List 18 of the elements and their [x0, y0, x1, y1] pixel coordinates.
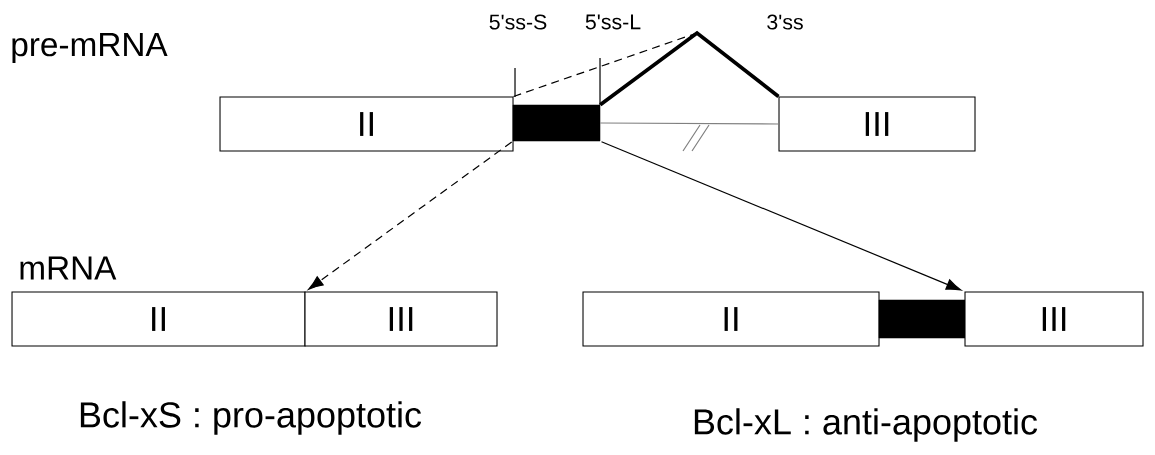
label-text: 3'ss: [767, 14, 803, 30]
arrow: [308, 141, 513, 290]
splice-line: [599, 122, 780, 125]
arrow: [600, 141, 962, 291]
label-text: Bcl-xS : pro-apoptotic: [80, 401, 422, 435]
label-text: Bcl-xL : anti-apoptotic: [694, 408, 1038, 442]
exon-box: II: [11, 291, 306, 347]
exon-box: III: [964, 291, 1144, 347]
exon-box: II: [219, 96, 514, 152]
exon-bar: [512, 104, 601, 142]
splice-line: [599, 30, 780, 107]
label-text: pre-mRNA: [12, 33, 168, 63]
exon-box: III: [778, 96, 976, 152]
exon-box: III: [304, 291, 498, 347]
label-text: 5'ss-S: [489, 14, 547, 30]
label-text: 5'ss-L: [585, 14, 641, 30]
exon-box: II: [582, 291, 880, 347]
exon-bar: [878, 299, 966, 339]
